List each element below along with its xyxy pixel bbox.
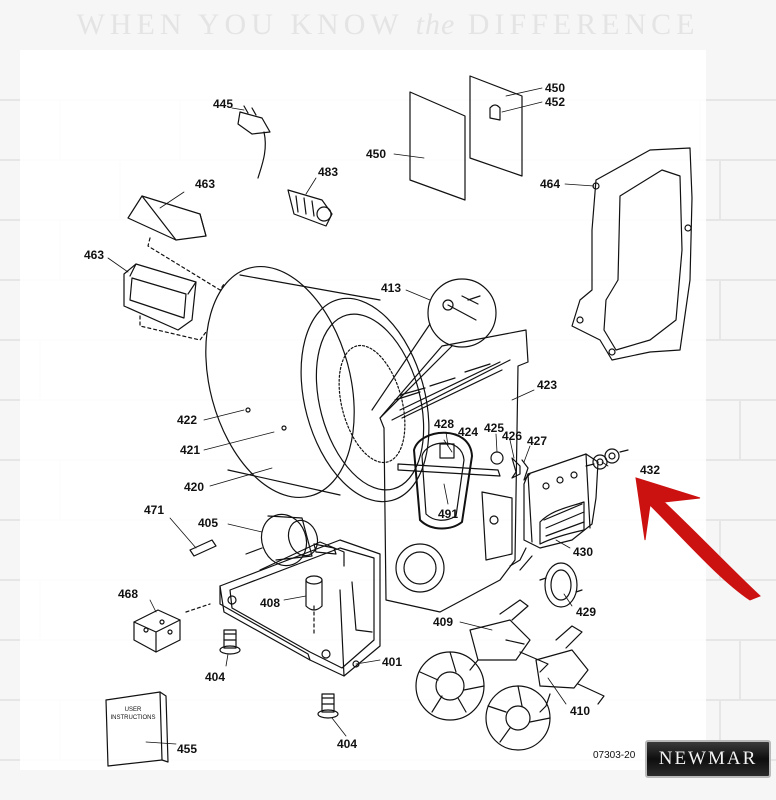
label-420: 420 [184,480,204,494]
heater-assembly [509,453,599,571]
label-422: 422 [177,413,197,427]
label-463-top: 463 [195,177,215,191]
motor-capacitor [305,575,323,635]
lint-duct [123,263,207,341]
idler-pulley-assembly [397,443,531,481]
label-421: 421 [180,443,200,457]
label-404-bottom: 404 [337,737,357,751]
label-405: 405 [198,516,218,530]
thermostat-pair [585,448,629,470]
label-404: 404 [205,670,225,684]
newmar-logo: NEWMAR [645,740,771,778]
access-panel-front [409,91,466,201]
manual-title-line2: INSTRUCTIONS [111,715,156,721]
label-432: 432 [640,463,660,477]
label-428: 428 [434,417,454,431]
manual-title-line1: USER [125,707,142,713]
label-471: 471 [144,503,164,517]
blower-housing [539,562,583,608]
access-panel-back [469,75,523,177]
label-409: 409 [433,615,453,629]
label-429: 429 [576,605,596,619]
red-pointer-arrow [635,477,761,601]
duct-cover [571,147,693,361]
drive-belt [413,431,473,530]
label-427: 427 [527,434,547,448]
label-401: 401 [382,655,402,669]
drive-motor [245,513,337,567]
label-410: 410 [570,704,590,718]
label-413: 413 [381,281,401,295]
label-450-top: 450 [545,81,565,95]
terminal-block [287,189,333,227]
label-426: 426 [502,429,522,443]
rear-bulkhead [379,329,529,613]
diagram-code: 07303-20 [593,750,636,761]
label-424: 424 [458,425,478,439]
label-464: 464 [540,177,560,191]
label-491: 491 [438,507,458,521]
label-430: 430 [573,545,593,559]
leveling-leg-left [219,629,241,655]
label-423: 423 [537,378,557,392]
magnified-detail [371,278,497,419]
timer-block [133,603,211,653]
label-483: 483 [318,165,338,179]
blower-wheel-upper [415,599,549,721]
label-463: 463 [84,248,104,262]
power-cord-plug [237,105,271,179]
label-455: 455 [177,742,197,756]
lint-screen [127,195,225,291]
belt-pin [189,539,217,557]
user-manual [105,691,169,767]
banner-slogan: WHEN YOU KNOW the DIFFERENCE [76,8,700,41]
label-452: 452 [545,95,565,109]
label-425: 425 [484,421,504,435]
label-445: 445 [213,97,233,111]
label-450: 450 [366,147,386,161]
leveling-leg-bottom [317,693,339,719]
label-468: 468 [118,587,138,601]
base-frame [219,539,381,677]
blower-wheel-lower [485,625,605,751]
label-408: 408 [260,596,280,610]
